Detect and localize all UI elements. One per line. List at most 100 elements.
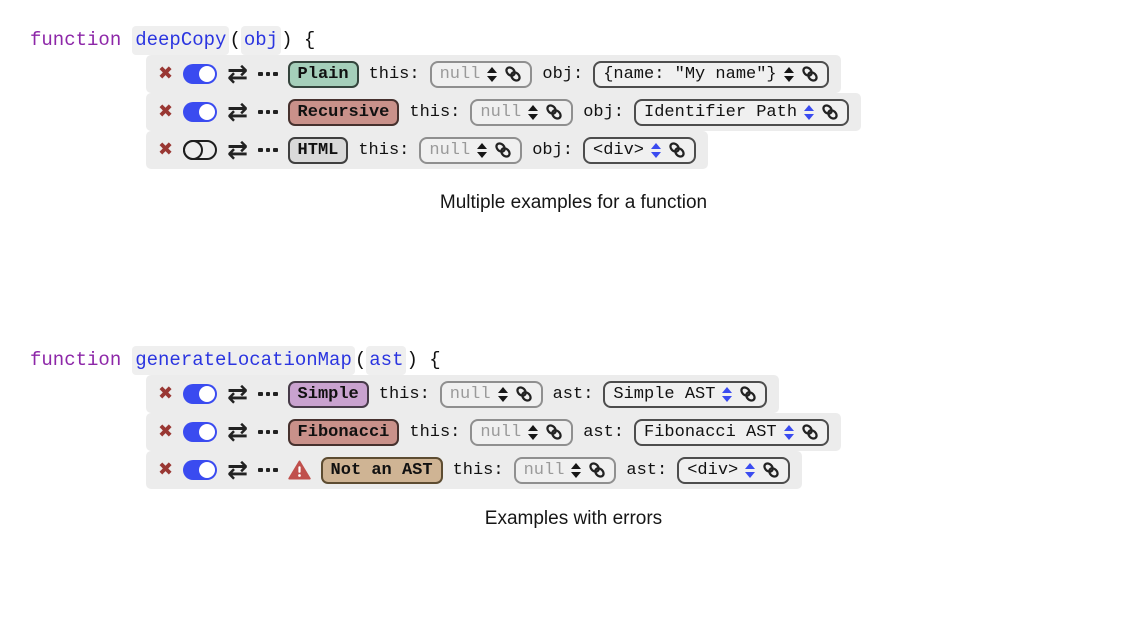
delete-example-icon[interactable]: ✖	[158, 139, 174, 160]
arg-value: null	[429, 140, 471, 160]
more-options-icon[interactable]	[258, 147, 278, 153]
value-stepper-icon[interactable]	[651, 142, 662, 158]
link-icon[interactable]	[821, 103, 839, 121]
toggle-knob	[199, 66, 216, 82]
arg-label-this: this:	[378, 384, 430, 404]
arg-value-box-this[interactable]: null	[470, 98, 574, 126]
arg-value-box-ast[interactable]: Fibonacci AST	[634, 418, 829, 446]
example-row: ✖ ⇄ HTML this: null obj: <div>	[146, 131, 709, 169]
examples-panel: ✖ ⇄ Plain this: null obj: {name: "My nam…	[146, 55, 1147, 169]
example-enabled-toggle[interactable]	[183, 384, 218, 404]
paren-open: (	[229, 29, 241, 51]
link-icon[interactable]	[588, 461, 606, 479]
arg-value-box-obj[interactable]: <div>	[583, 136, 697, 164]
value-stepper-icon[interactable]	[804, 104, 815, 120]
example-enabled-toggle[interactable]	[183, 460, 218, 480]
arg-label-ast: ast:	[552, 384, 594, 404]
delete-example-icon[interactable]: ✖	[158, 101, 174, 122]
examples-panel: ✖ ⇄ Simple this: null ast: Simple AST ✖ …	[146, 375, 1147, 489]
arg-value: null	[480, 102, 522, 122]
arg-label-this: this:	[358, 140, 410, 160]
swap-arrows-icon[interactable]: ⇄	[227, 59, 249, 88]
function-param: obj	[240, 26, 282, 55]
delete-example-icon[interactable]: ✖	[158, 459, 174, 480]
arg-value: <div>	[687, 460, 739, 480]
arg-value: Identifier Path	[644, 102, 798, 122]
arg-label-this: this:	[368, 64, 420, 84]
arg-label-obj: obj:	[532, 140, 573, 160]
function-name: deepCopy	[132, 26, 230, 55]
example-enabled-toggle[interactable]	[183, 102, 218, 122]
link-icon[interactable]	[668, 141, 686, 159]
value-stepper-icon[interactable]	[528, 424, 539, 440]
arg-value: Simple AST	[613, 384, 716, 404]
arg-value-box-ast[interactable]: <div>	[677, 456, 791, 484]
toggle-knob	[199, 104, 216, 120]
more-options-icon[interactable]	[258, 391, 278, 397]
arg-value-box-this[interactable]: null	[419, 136, 523, 164]
arg-value-box-obj[interactable]: Identifier Path	[634, 98, 850, 126]
swap-arrows-icon[interactable]: ⇄	[227, 455, 249, 484]
more-options-icon[interactable]	[258, 467, 278, 473]
arg-value: null	[480, 422, 522, 442]
example-name-badge[interactable]: HTML	[287, 136, 349, 164]
paren-close-brace: ) {	[281, 29, 316, 51]
paren-open: (	[354, 349, 367, 371]
more-options-icon[interactable]	[258, 429, 278, 435]
code-keyword: function	[30, 29, 122, 51]
swap-arrows-icon[interactable]: ⇄	[227, 135, 249, 164]
link-icon[interactable]	[739, 385, 757, 403]
arg-value-box-this[interactable]: null	[429, 60, 533, 88]
link-icon[interactable]	[515, 385, 533, 403]
value-stepper-icon[interactable]	[487, 66, 498, 82]
delete-example-icon[interactable]: ✖	[158, 421, 174, 442]
warning-icon[interactable]	[287, 460, 311, 480]
arg-value-box-obj[interactable]: {name: "My name"}	[593, 60, 829, 88]
value-stepper-icon[interactable]	[783, 66, 794, 82]
example-name-badge[interactable]: Not an AST	[320, 456, 443, 484]
value-stepper-icon[interactable]	[497, 386, 508, 402]
example-row: ✖ ⇄ Plain this: null obj: {name: "My nam…	[146, 55, 841, 93]
swap-arrows-icon[interactable]: ⇄	[227, 417, 249, 446]
link-icon[interactable]	[801, 65, 819, 83]
link-icon[interactable]	[504, 65, 522, 83]
arg-value-box-ast[interactable]: Simple AST	[603, 380, 768, 408]
more-options-icon[interactable]	[258, 71, 278, 77]
example-row: ✖ ⇄ Fibonacci this: null ast: Fibonacci …	[146, 413, 841, 451]
example-enabled-toggle[interactable]	[183, 64, 218, 84]
example-enabled-toggle[interactable]	[183, 139, 218, 160]
more-options-icon[interactable]	[258, 109, 278, 115]
arg-value-box-this[interactable]: null	[470, 418, 574, 446]
value-stepper-icon[interactable]	[477, 142, 488, 158]
example-name-badge[interactable]: Simple	[287, 380, 369, 408]
arg-value: null	[523, 460, 565, 480]
swap-arrows-icon[interactable]: ⇄	[227, 97, 249, 126]
value-stepper-icon[interactable]	[722, 386, 733, 402]
arg-label-obj: obj:	[583, 102, 625, 122]
link-icon[interactable]	[762, 461, 780, 479]
paren-close-brace: ) {	[406, 349, 441, 371]
section-caption: Examples with errors	[484, 508, 663, 529]
example-name-badge[interactable]: Recursive	[287, 98, 400, 126]
link-icon[interactable]	[545, 103, 563, 121]
section-caption: Multiple examples for a function	[439, 192, 708, 213]
example-name-badge[interactable]: Plain	[287, 60, 359, 88]
link-icon[interactable]	[801, 423, 819, 441]
link-icon[interactable]	[494, 141, 512, 159]
arg-label-obj: obj:	[542, 64, 584, 84]
value-stepper-icon[interactable]	[571, 462, 582, 478]
arg-value-box-this[interactable]: null	[439, 380, 543, 408]
swap-arrows-icon[interactable]: ⇄	[227, 379, 249, 408]
value-stepper-icon[interactable]	[783, 424, 794, 440]
arg-value: Fibonacci AST	[644, 422, 777, 442]
example-name-badge[interactable]: Fibonacci	[287, 418, 400, 446]
delete-example-icon[interactable]: ✖	[158, 383, 174, 404]
example-row: ✖ ⇄ Simple this: null ast: Simple AST	[146, 375, 780, 413]
arg-value-box-this[interactable]: null	[513, 456, 617, 484]
value-stepper-icon[interactable]	[745, 462, 756, 478]
value-stepper-icon[interactable]	[528, 104, 539, 120]
link-icon[interactable]	[545, 423, 563, 441]
example-enabled-toggle[interactable]	[183, 422, 218, 442]
delete-example-icon[interactable]: ✖	[158, 63, 174, 84]
